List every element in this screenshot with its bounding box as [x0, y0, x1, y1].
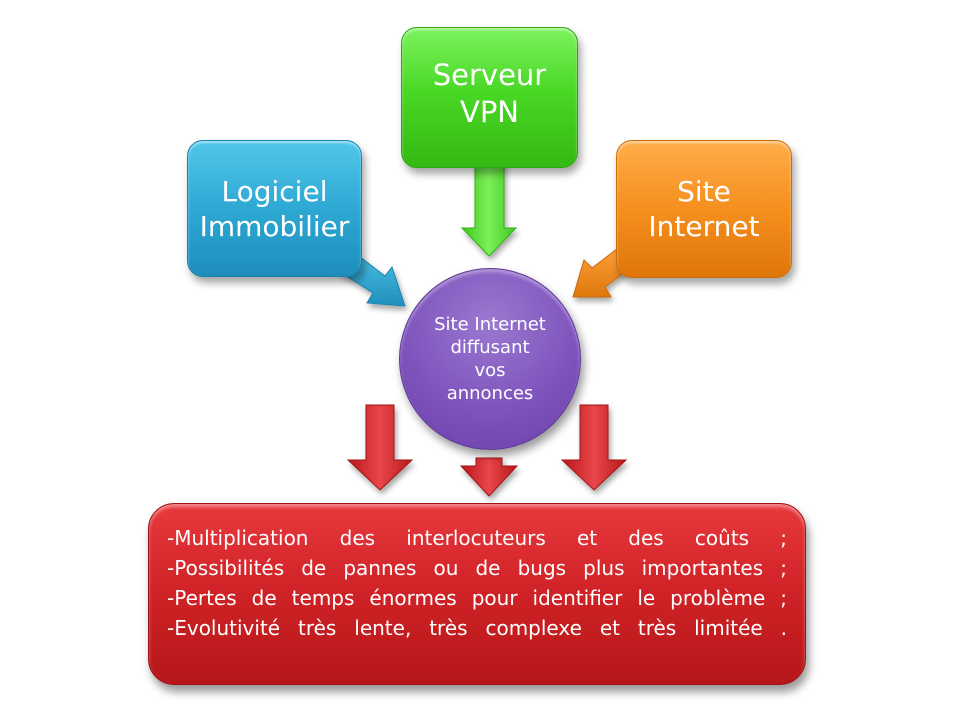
node-center-site-diffusant: Site Internet diffusant vos annonces: [399, 268, 581, 450]
node-serveur-vpn: Serveur VPN: [401, 27, 578, 168]
node-label-line: vos: [474, 360, 506, 381]
arrow-down-center: [459, 457, 519, 497]
node-label-line: Site: [677, 175, 731, 208]
consequence-line: -Evolutivité très lente, très complexe e…: [167, 616, 787, 640]
arrow-down-left: [346, 404, 414, 491]
consequence-line: -Multiplication des interlocuteurs et de…: [167, 526, 787, 550]
consequence-line: -Possibilités de pannes ou de bugs plus …: [167, 556, 787, 580]
node-label-line: annonces: [446, 383, 534, 404]
node-label-line: VPN: [459, 94, 520, 129]
node-label-line: Internet: [648, 210, 760, 243]
arrow-vpn-to-center: [460, 159, 518, 257]
node-logiciel-immobilier: Logiciel Immobilier: [187, 140, 362, 277]
node-label-line: diffusant: [450, 337, 530, 358]
arrow-down-right: [560, 404, 628, 491]
node-label-line: Logiciel: [221, 174, 328, 208]
node-label-line: Immobilier: [199, 209, 350, 243]
node-consequences-list: -Multiplication des interlocuteurs et de…: [148, 503, 806, 685]
node-label-line: Site Internet: [434, 314, 546, 335]
node-site-internet: Site Internet: [616, 140, 792, 278]
node-label-line: Serveur: [432, 57, 547, 92]
consequence-line: -Pertes de temps énormes pour identifier…: [167, 586, 787, 610]
